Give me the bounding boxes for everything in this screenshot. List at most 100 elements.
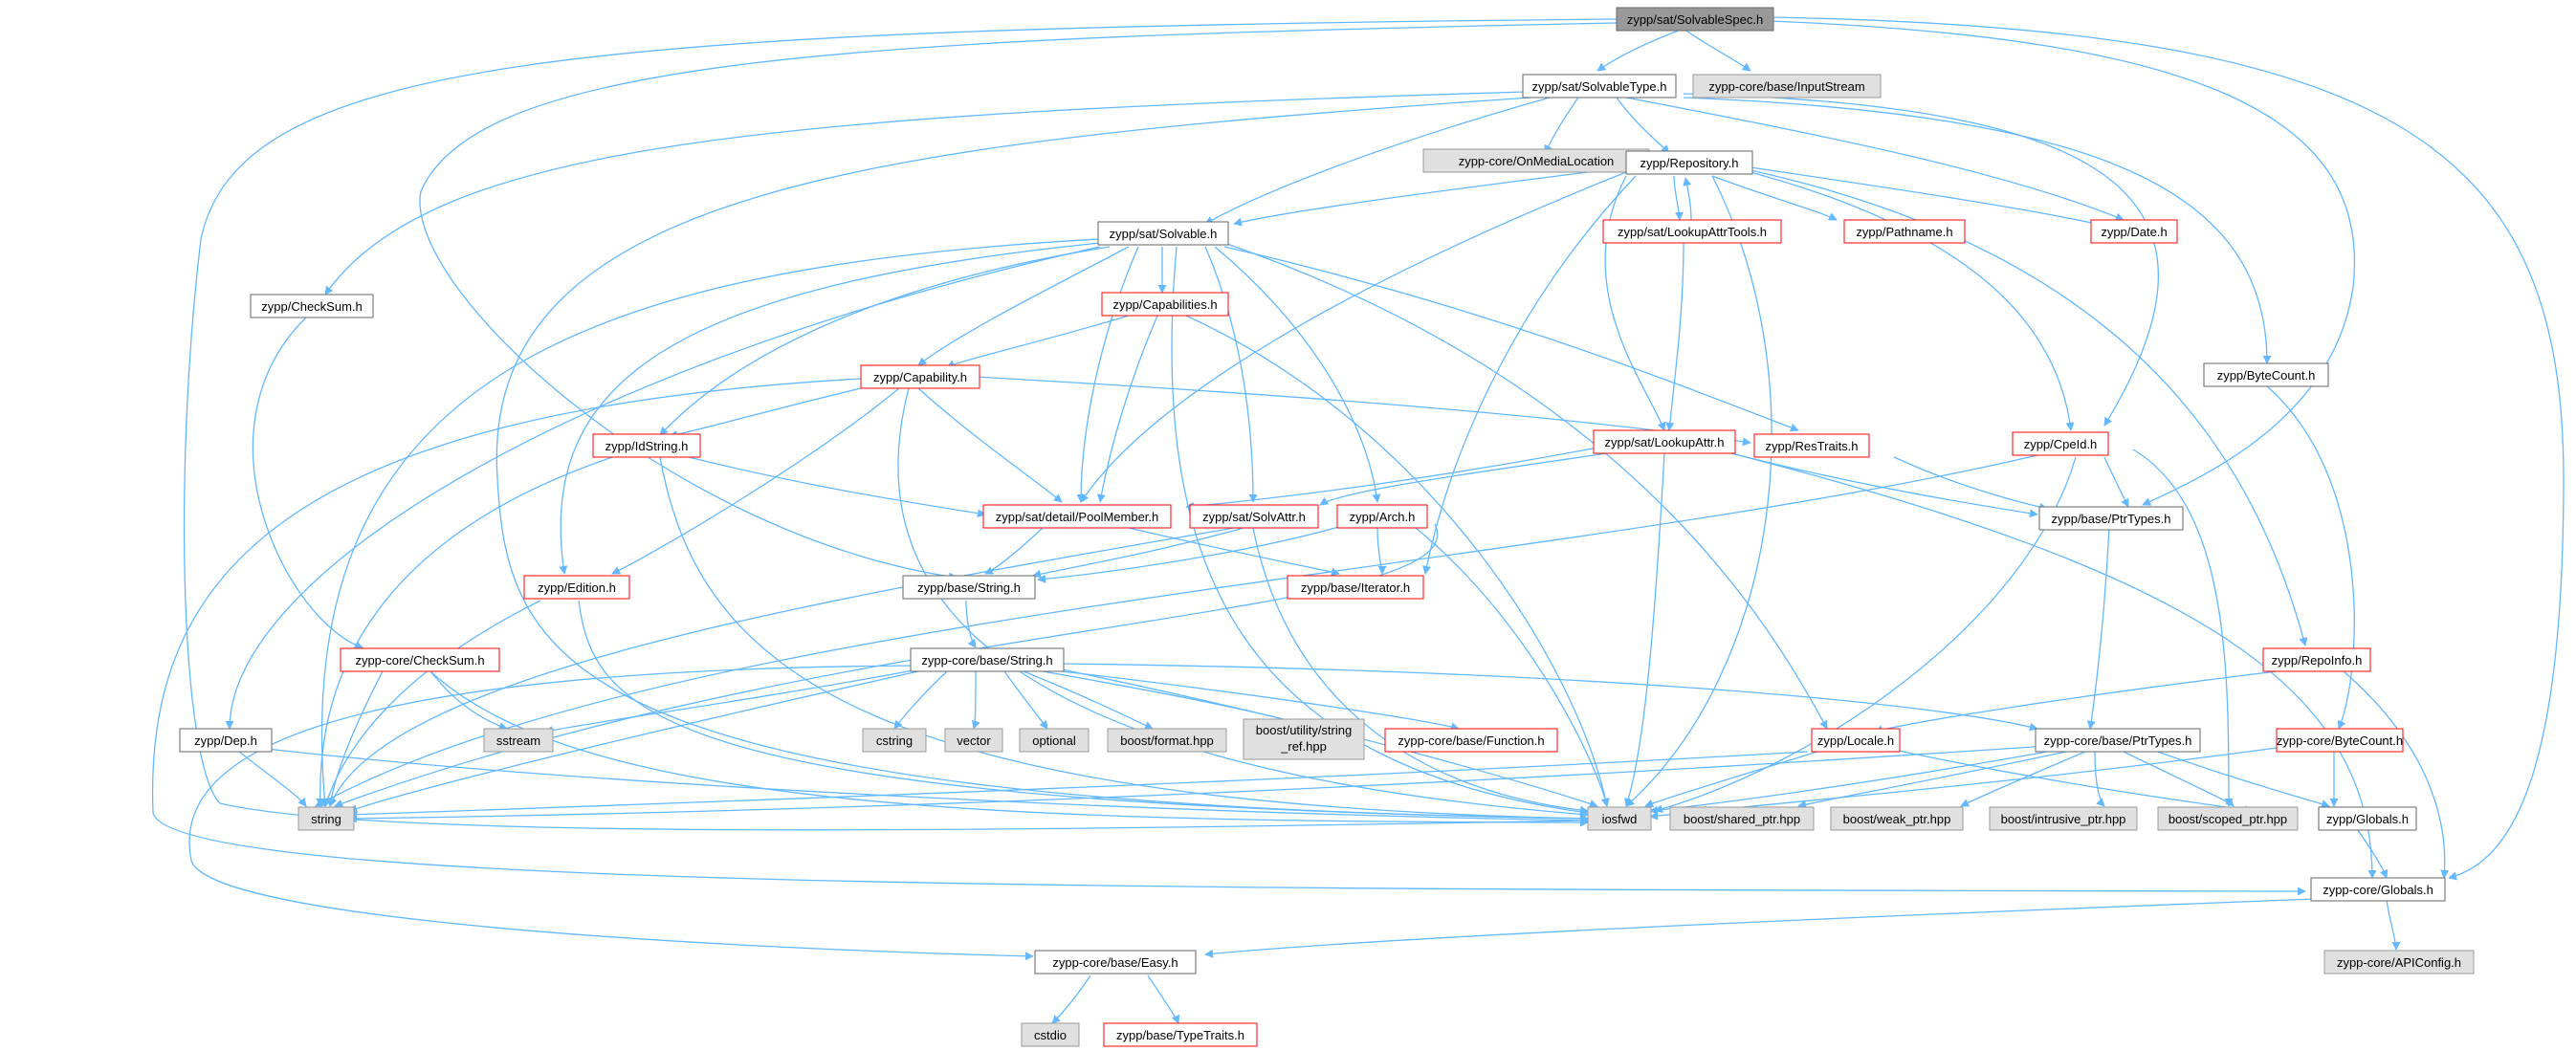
svg-text:zypp-core/APIConfig.h: zypp-core/APIConfig.h [2337, 955, 2461, 970]
edge-corestring-boostformat [1023, 670, 1154, 730]
node-idstring[interactable]: zypp/IdString.h [592, 433, 701, 458]
node-poolmember[interactable]: zypp/sat/detail/PoolMember.h [982, 504, 1172, 529]
edge-idstring-poolmember [688, 456, 986, 518]
edge-solvable-string [319, 238, 1101, 807]
node-iosfwd[interactable]: iosfwd [1587, 806, 1652, 831]
node-coreptrtypes[interactable]: zypp-core/base/PtrTypes.h [2035, 728, 2201, 753]
node-lookupattrtools[interactable]: zypp/sat/LookupAttrTools.h [1602, 219, 1782, 244]
node-onmedialocation[interactable]: zypp-core/OnMediaLocation [1422, 148, 1650, 173]
node-cpeid[interactable]: zypp/CpeId.h [2012, 431, 2109, 456]
node-corechecksum[interactable]: zypp-core/CheckSum.h [340, 647, 500, 672]
node-checksum[interactable]: zypp/CheckSum.h [250, 294, 374, 318]
edge-solvabletype-checksum [324, 91, 1527, 296]
node-iterator[interactable]: zypp/base/Iterator.h [1287, 575, 1424, 600]
node-optional[interactable]: optional [1019, 728, 1090, 753]
node-pathname[interactable]: zypp/Pathname.h [1843, 219, 1966, 244]
node-lookupattr[interactable]: zypp/sat/LookupAttr.h [1593, 429, 1736, 454]
svg-text:zypp/sat/Solvable.h: zypp/sat/Solvable.h [1110, 227, 1218, 241]
edge-corestring-boostutility [1042, 670, 1302, 727]
edge-solvablespec-iosfwd [183, 18, 1618, 831]
node-apiconfig[interactable]: zypp-core/APIConfig.h [2323, 950, 2475, 974]
node-typetraits[interactable]: zypp/base/TypeTraits.h [1103, 1022, 1258, 1047]
edge-corechecksum-string [326, 670, 384, 807]
edge-solvabletype-iosfwd [495, 97, 1589, 823]
node-edition[interactable]: zypp/Edition.h [523, 575, 630, 600]
node-locale[interactable]: zypp/Locale.h [1811, 728, 1901, 753]
edge-solvable-solvattr [1204, 246, 1258, 503]
svg-text:zypp/Date.h: zypp/Date.h [2101, 225, 2167, 239]
edge-repository-poolmember [1080, 171, 1627, 503]
edge-repository-iosfwd [1625, 175, 1772, 807]
node-easy[interactable]: zypp-core/base/Easy.h [1034, 950, 1197, 974]
node-solvabletype[interactable]: zypp/sat/SolvableType.h [1522, 74, 1677, 99]
node-inputstream[interactable]: zypp-core/base/InputStream [1692, 74, 1882, 99]
edge-corechecksum-iosfwd [429, 670, 1589, 827]
edge-arch-iterator [1376, 527, 1387, 575]
svg-text:boost/intrusive_ptr.hpp: boost/intrusive_ptr.hpp [2001, 812, 2126, 826]
edge-repoinfo-coreglobals [2343, 670, 2450, 879]
node-coreglobals[interactable]: zypp-core/Globals.h [2310, 877, 2446, 902]
svg-text:zypp/Capabilities.h: zypp/Capabilities.h [1112, 297, 1217, 312]
edge-lookupattr-solvattr [1319, 452, 1608, 506]
svg-text:zypp/sat/LookupAttrTools.h: zypp/sat/LookupAttrTools.h [1618, 225, 1767, 239]
node-basestring[interactable]: zypp/base/String.h [902, 575, 1036, 600]
edge-coreptrtypes-iosfwd [1649, 751, 2048, 815]
edge-cpeid-string [315, 454, 2038, 807]
edge-globals-coreglobals [2357, 829, 2389, 879]
node-vector[interactable]: vector [944, 728, 1003, 753]
node-cstdio[interactable]: cstdio [1021, 1022, 1080, 1047]
node-solvattr[interactable]: zypp/sat/SolvAttr.h [1189, 504, 1319, 529]
edge-lookupattrtools-lookupattr [1665, 242, 1684, 431]
svg-text:iosfwd: iosfwd [1602, 812, 1638, 826]
edge-repository-date [1750, 166, 2105, 229]
edge-lookupattr-baseptrtypes [1730, 452, 2038, 518]
edge-capabilities-poolmember [1097, 315, 1158, 503]
node-corebytecount[interactable]: zypp-core/ByteCount.h [2276, 728, 2404, 753]
edge-arch-basestring [1037, 523, 1350, 583]
edge-solvable-idstring [659, 246, 1111, 436]
node-globals[interactable]: zypp/Globals.h [2318, 806, 2417, 831]
node-sstream[interactable]: sstream [483, 728, 554, 753]
edge-corestring-string [348, 670, 919, 813]
node-corefunction[interactable]: zypp-core/base/Function.h [1384, 728, 1558, 753]
node-arch[interactable]: zypp/Arch.h [1336, 504, 1428, 529]
node-intrusiveptr[interactable]: boost/intrusive_ptr.hpp [1989, 806, 2138, 831]
node-capability[interactable]: zypp/Capability.h [860, 364, 980, 389]
edge-solvablespec-baseptrtypes [1769, 20, 2356, 506]
node-date[interactable]: zypp/Date.h [2090, 219, 2178, 244]
edge-solvablespec-inputstream [1683, 28, 1751, 72]
node-restraits[interactable]: zypp/ResTraits.h [1753, 433, 1870, 458]
edge-corestring-sstream [544, 668, 919, 734]
node-repoinfo[interactable]: zypp/RepoInfo.h [2262, 647, 2371, 672]
node-boostformat[interactable]: boost/format.hpp [1107, 728, 1227, 753]
node-solvablespec[interactable]: zypp/sat/SolvableSpec.h [1616, 7, 1774, 32]
svg-text:zypp/ResTraits.h: zypp/ResTraits.h [1765, 439, 1858, 453]
node-sharedptr[interactable]: boost/shared_ptr.hpp [1669, 806, 1815, 831]
edge-corestring-coreptrtypes [1061, 663, 2038, 732]
node-baseptrtypes[interactable]: zypp/base/PtrTypes.h [2038, 506, 2184, 531]
svg-text:zypp-core/base/Easy.h: zypp-core/base/Easy.h [1052, 955, 1178, 970]
svg-text:cstdio: cstdio [1034, 1028, 1067, 1042]
edge-solvable-iosfwd [1171, 246, 1589, 817]
svg-text:zypp/IdString.h: zypp/IdString.h [605, 439, 689, 453]
node-weakptr[interactable]: boost/weak_ptr.hpp [1830, 806, 1964, 831]
node-boostutility[interactable]: boost/utility/string _ref.hpp [1243, 718, 1365, 760]
edge-lookupattr-iosfwd [1624, 452, 1665, 807]
node-cstring[interactable]: cstring [862, 728, 927, 753]
node-capabilities[interactable]: zypp/Capabilities.h [1101, 292, 1229, 317]
node-bytecount[interactable]: zypp/ByteCount.h [2203, 362, 2329, 387]
edge-solvable-locale [1223, 242, 1828, 730]
edge-coreptrtypes-weakptr [1960, 751, 2086, 807]
edge-cpeid-globals [2132, 449, 2234, 807]
node-scopedptr[interactable]: boost/scoped_ptr.hpp [2157, 806, 2299, 831]
node-solvable[interactable]: zypp/sat/Solvable.h [1097, 221, 1229, 246]
edge-solvabletype-repository [1616, 97, 1670, 154]
node-dep[interactable]: zypp/Dep.h [179, 728, 273, 753]
edge-idstring-iosfwd [659, 456, 1589, 823]
edge-easy-cstdio [1051, 974, 1091, 1024]
node-repository[interactable]: zypp/Repository.h [1625, 150, 1753, 175]
node-corestring[interactable]: zypp-core/base/String.h [910, 647, 1065, 672]
edge-solvable-dep [225, 246, 1101, 730]
node-string[interactable]: string [297, 806, 355, 831]
svg-text:zypp/base/Iterator.h: zypp/base/Iterator.h [1301, 580, 1410, 595]
